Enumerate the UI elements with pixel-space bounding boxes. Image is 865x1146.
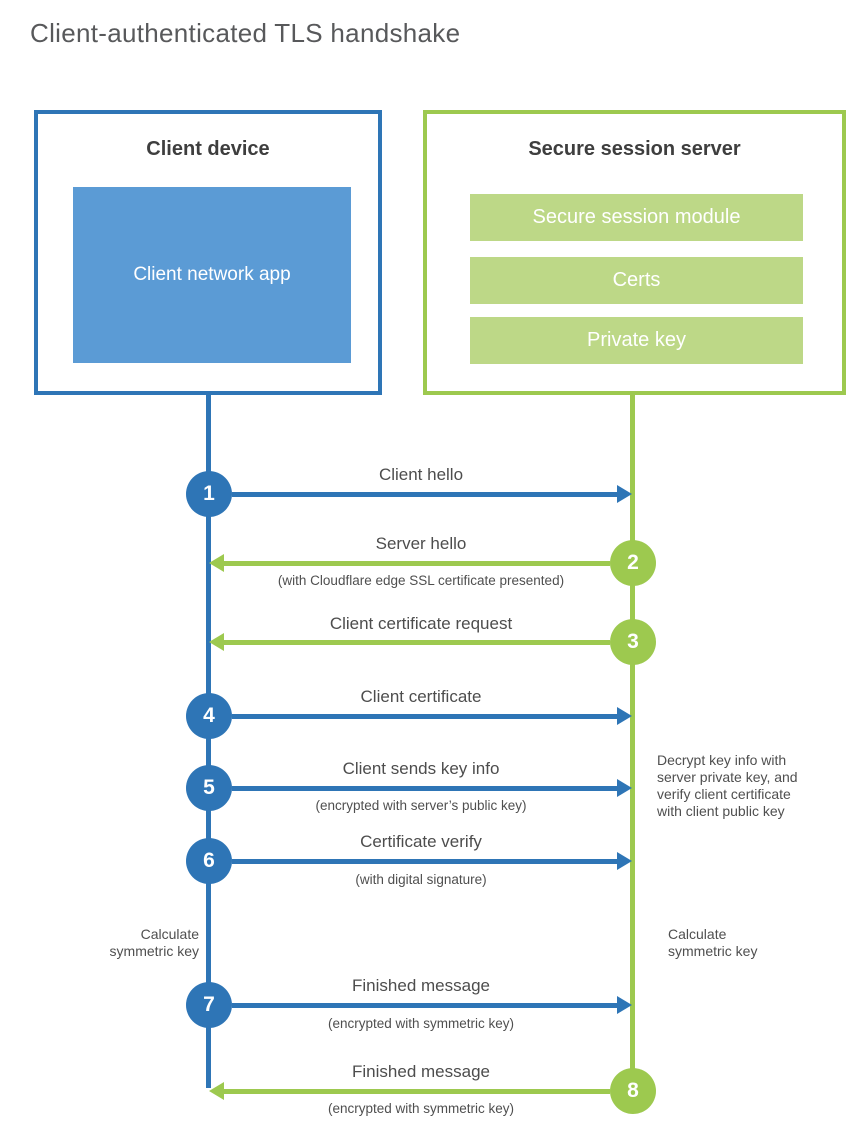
client-lifeline (206, 392, 211, 1088)
step1-circle: 1 (186, 471, 232, 517)
arrow-shaft (221, 640, 610, 645)
step2-label: Server hello (375, 534, 467, 553)
arrow-shaft (232, 786, 620, 791)
step1-label: Client hello (378, 465, 464, 484)
step3-arrow (209, 633, 610, 651)
step2-number: 2 (627, 551, 639, 574)
arrowhead-right-icon (617, 707, 632, 725)
step5-number: 5 (203, 776, 215, 799)
step8-sublabel: (encrypted with symmetric key) (327, 1101, 515, 1116)
step6-number: 6 (203, 849, 215, 872)
arrow-shaft (232, 714, 620, 719)
step8-arrow (209, 1082, 610, 1100)
client-network-app-label: Client network app (133, 264, 291, 285)
calculate-symmetric-key-right: Calculate symmetric key (668, 926, 758, 959)
step8-label: Finished message (352, 1062, 490, 1081)
arrowhead-right-icon (617, 996, 632, 1014)
client-device-title: Client device (146, 138, 270, 160)
client-device-box: Client device Client network app (34, 110, 382, 395)
server-module-private-key: Private key (470, 317, 803, 364)
arrowhead-left-icon (209, 1082, 224, 1100)
step8-circle: 8 (610, 1068, 656, 1114)
step3-circle: 3 (610, 619, 656, 665)
step5-sublabel: (encrypted with server’s public key) (315, 798, 527, 813)
arrow-shaft (221, 561, 610, 566)
step7-label: Finished message (352, 976, 490, 995)
step3-label: Client certificate request (329, 614, 513, 633)
step2-arrow (209, 554, 610, 572)
step4-number: 4 (203, 704, 215, 727)
step6-arrow (232, 852, 632, 870)
step4-circle: 4 (186, 693, 232, 739)
step2-sublabel: (with Cloudflare edge SSL certificate pr… (277, 573, 565, 588)
client-network-app-box: Client network app (73, 187, 351, 363)
arrowhead-right-icon (617, 779, 632, 797)
arrow-shaft (221, 1089, 610, 1094)
step8-number: 8 (627, 1079, 639, 1102)
step6-label: Certificate verify (360, 832, 482, 851)
step4-arrow (232, 707, 632, 725)
step7-number: 7 (203, 993, 215, 1016)
step1-arrow (232, 485, 632, 503)
arrow-shaft (232, 859, 620, 864)
arrowhead-right-icon (617, 852, 632, 870)
page-title: Client-authenticated TLS handshake (30, 18, 461, 48)
step7-sublabel: (encrypted with symmetric key) (327, 1016, 515, 1031)
decrypt-note: Decrypt key info with server private key… (657, 752, 798, 819)
step7-circle: 7 (186, 982, 232, 1028)
arrowhead-right-icon (617, 485, 632, 503)
step5-label: Client sends key info (342, 759, 500, 778)
step4-label: Client certificate (360, 687, 482, 706)
step6-sublabel: (with digital signature) (355, 872, 487, 887)
secure-session-server-box: Secure session server Secure session mod… (423, 110, 846, 395)
arrow-shaft (232, 1003, 620, 1008)
step6-circle: 6 (186, 838, 232, 884)
step1-number: 1 (203, 482, 215, 505)
server-module-certs: Certs (470, 257, 803, 304)
step5-arrow (232, 779, 632, 797)
step3-number: 3 (627, 630, 639, 653)
step2-circle: 2 (610, 540, 656, 586)
server-title: Secure session server (528, 138, 741, 160)
arrowhead-left-icon (209, 554, 224, 572)
arrow-shaft (232, 492, 620, 497)
arrowhead-left-icon (209, 633, 224, 651)
step7-arrow (232, 996, 632, 1014)
server-lifeline (630, 392, 635, 1094)
server-module-secure-session: Secure session module (470, 194, 803, 241)
calculate-symmetric-key-left: Calculate symmetric key (109, 926, 199, 959)
step5-circle: 5 (186, 765, 232, 811)
